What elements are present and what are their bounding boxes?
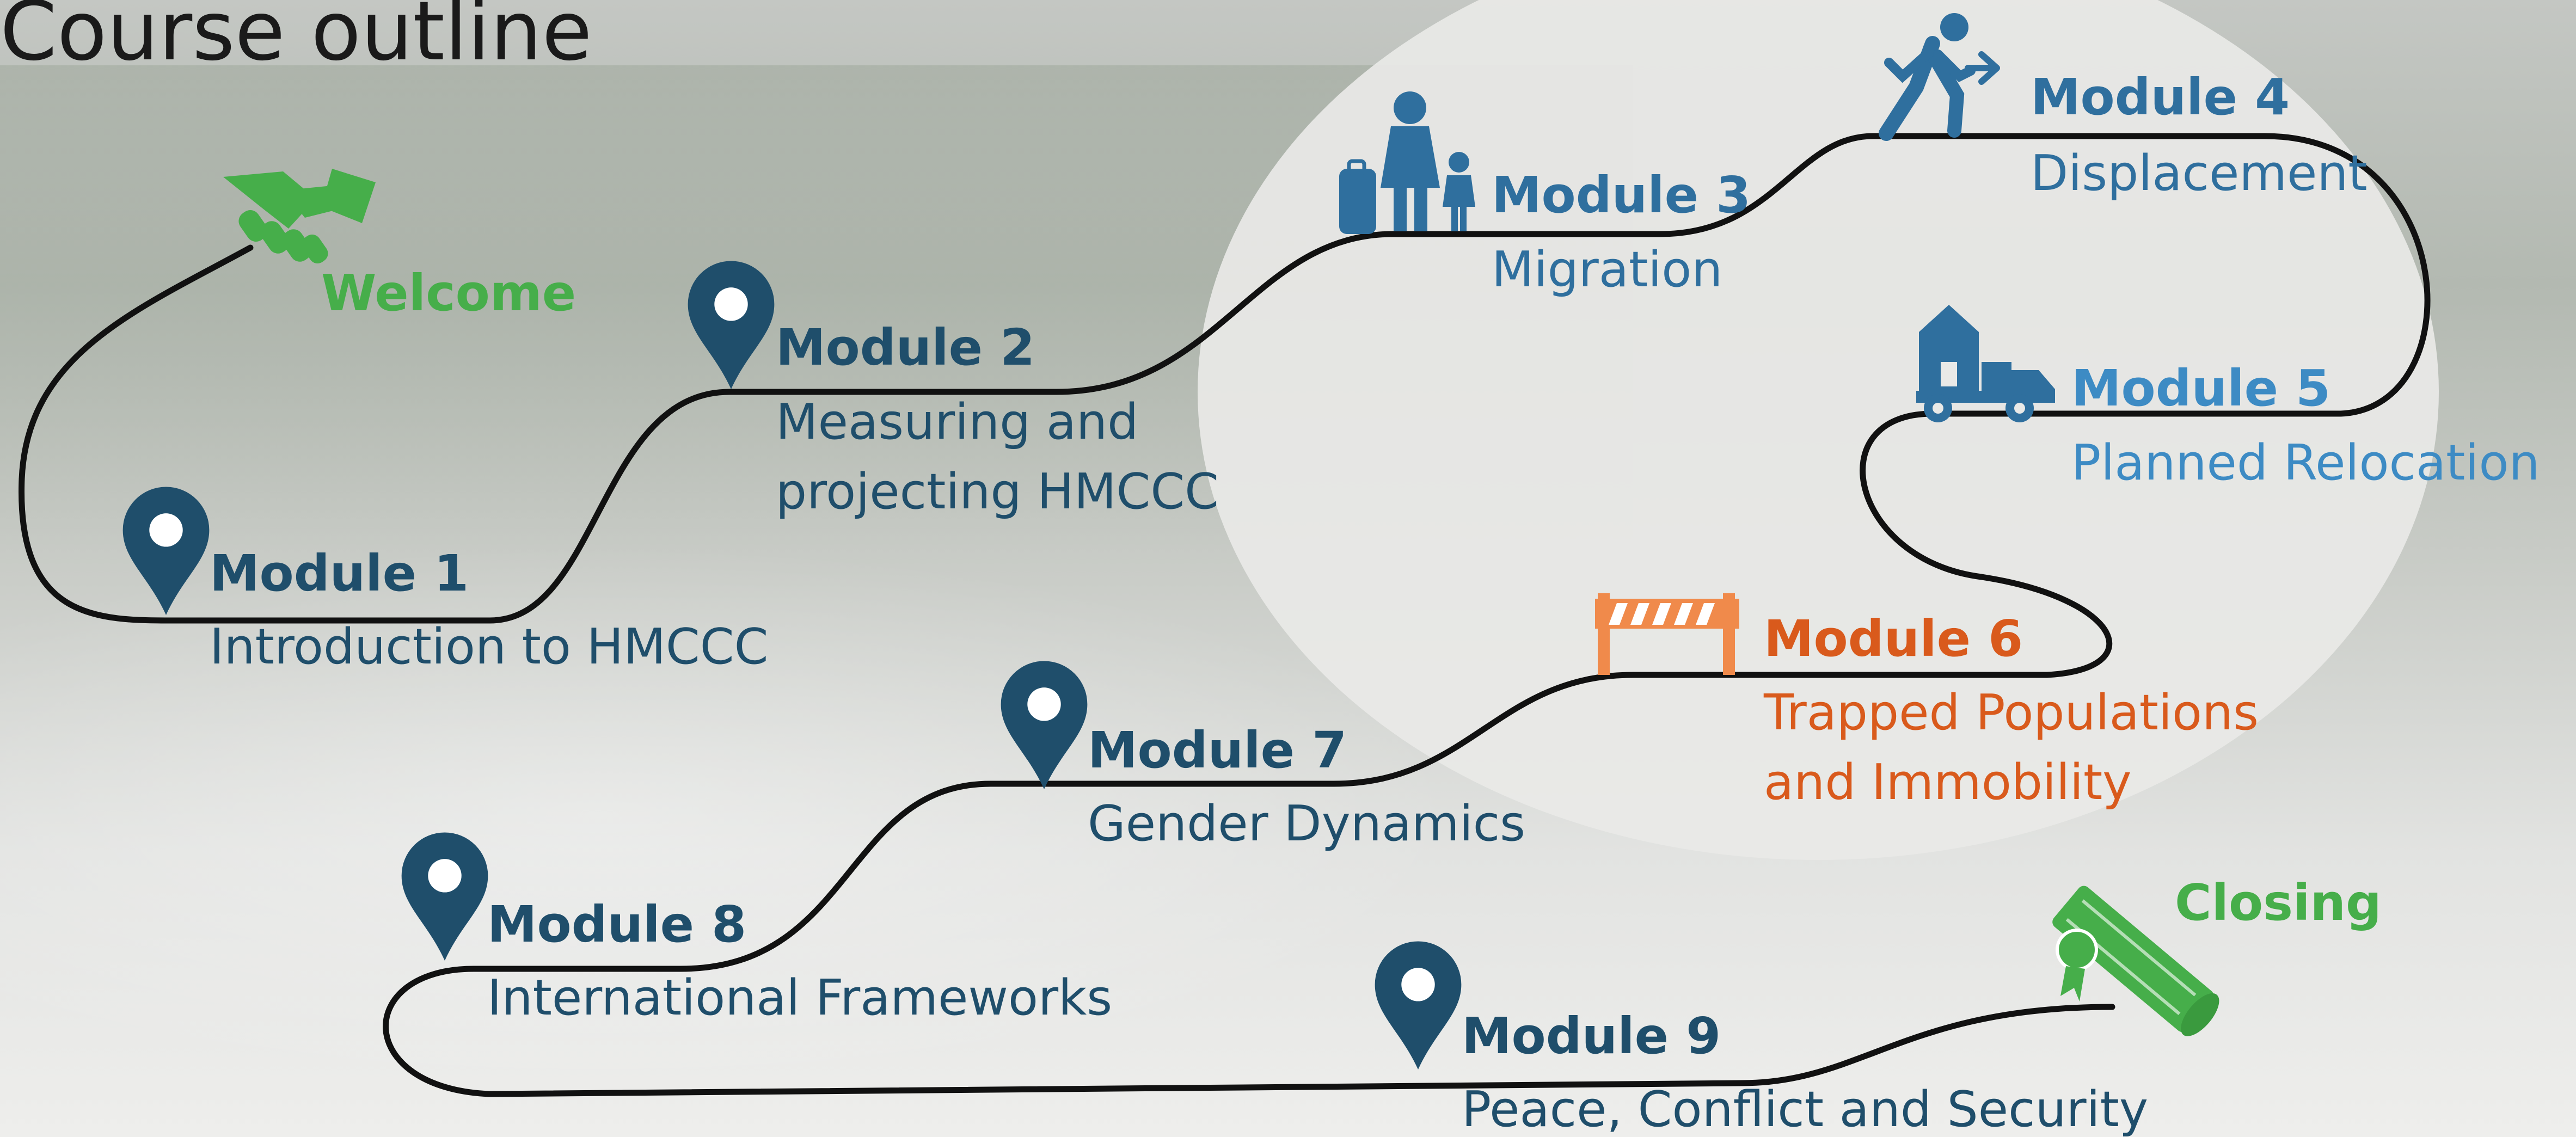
module-3-name: Module 3	[1492, 166, 1751, 224]
handshake-icon	[223, 169, 376, 263]
module-5-description: Planned Relocation	[2071, 434, 2540, 491]
map-pin-icon	[1001, 661, 1088, 789]
page-title: Course outline	[0, 0, 592, 79]
diploma-icon	[2052, 886, 2219, 1036]
map-pin-icon	[1375, 941, 1462, 1070]
module-2-description: Measuring and projecting HMCCC	[776, 394, 1219, 520]
module-8-description: International Frameworks	[487, 969, 1113, 1027]
roadmap-path	[19, 133, 2431, 1097]
module-5-name: Module 5	[2071, 359, 2331, 417]
map-pin-icon	[401, 832, 488, 961]
module-4-name: Module 4	[2031, 68, 2290, 126]
module-6-description: Trapped Populations and Immobility	[1764, 684, 2259, 811]
welcome-label: Welcome	[321, 264, 576, 322]
background-water-glow	[0, 544, 1470, 1089]
map-pin-icon	[688, 261, 775, 389]
family-migration-icon	[1339, 91, 1475, 234]
module-2-name: Module 2	[776, 318, 1035, 377]
module-6-name: Module 6	[1764, 610, 2023, 668]
barrier-icon	[1595, 593, 1739, 675]
house-truck-icon	[1916, 305, 2055, 422]
map-pin-icon	[122, 487, 210, 615]
module-7-name: Module 7	[1088, 721, 1347, 779]
closing-label: Closing	[2175, 874, 2382, 932]
module-8-name: Module 8	[487, 895, 747, 954]
module-3-description: Migration	[1492, 241, 1723, 298]
walking-person-arrow-icon	[1879, 13, 2000, 141]
module-9-description: Peace, Conflict and Security	[1462, 1081, 2149, 1137]
module-1-description: Introduction to HMCCC	[210, 618, 769, 675]
module-7-description: Gender Dynamics	[1088, 795, 1526, 852]
module-1-name: Module 1	[210, 544, 469, 603]
module-9-name: Module 9	[1462, 1007, 1721, 1065]
module-4-description: Displacement	[2031, 145, 2368, 202]
highlight-circle	[1198, 0, 2439, 860]
